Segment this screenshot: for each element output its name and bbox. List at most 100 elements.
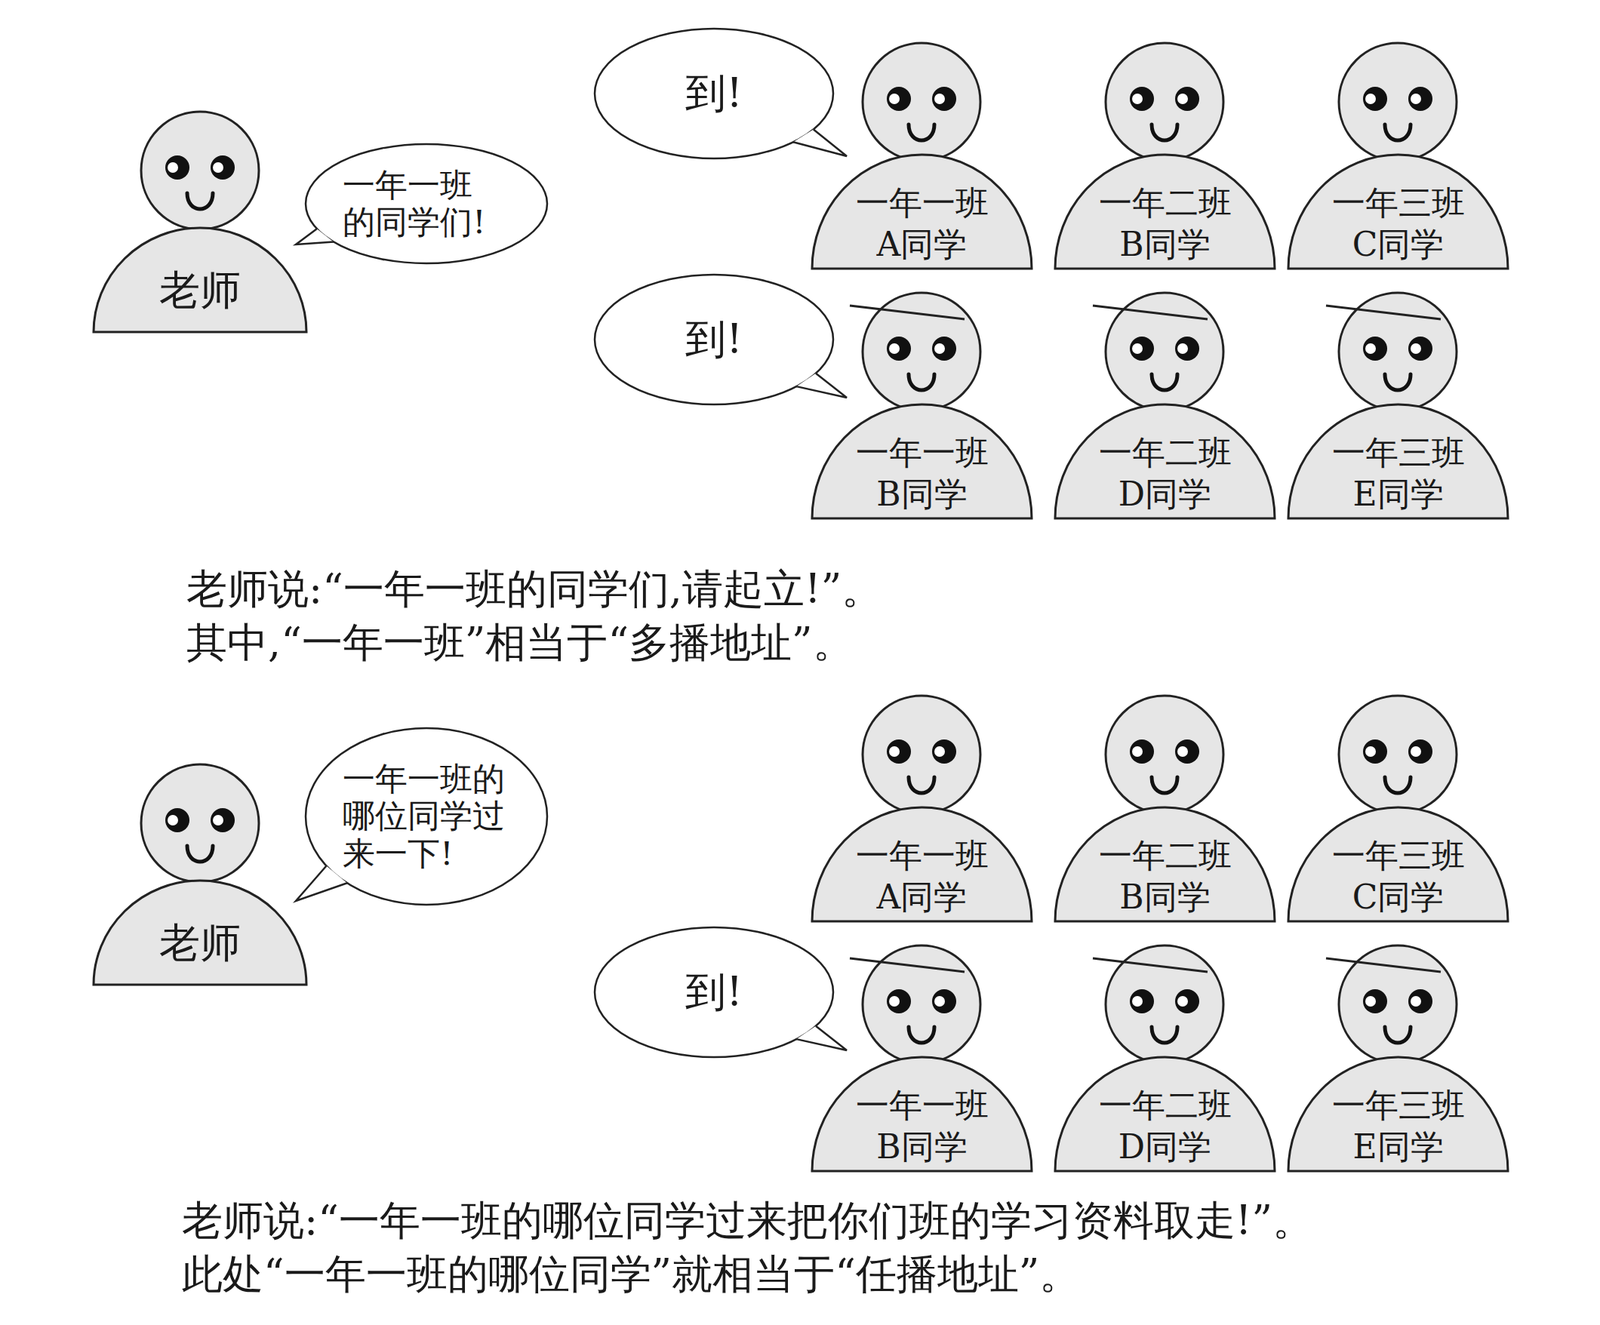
smile — [1151, 1027, 1178, 1044]
eye-highlight — [889, 93, 900, 105]
eye — [1129, 739, 1154, 764]
person-head — [141, 764, 259, 883]
eye-highlight — [1177, 93, 1188, 105]
figure-label: 一年二班 — [1053, 834, 1277, 877]
bubble-tail — [295, 228, 334, 245]
person-head — [1092, 292, 1224, 411]
figure-sublabel: D同学 — [1053, 473, 1277, 515]
figure-text: 一年一班A同学 — [810, 834, 1034, 918]
caption-text: 老师说:“一年一班的同学们,请起立!”。 — [186, 565, 883, 615]
eye — [1363, 989, 1388, 1014]
person-head — [862, 695, 981, 814]
eye — [886, 989, 911, 1014]
eye-highlight — [1410, 93, 1422, 105]
student-figure: 一年二班B同学 — [1053, 153, 1277, 271]
figure-sublabel: A同学 — [810, 223, 1034, 265]
person-head — [1105, 695, 1224, 814]
teacher-figure: 老师 — [92, 226, 308, 334]
bubble-text: 一年一班的 哪位同学过 来一下! — [342, 760, 510, 873]
person-head — [1338, 43, 1457, 161]
eye — [1363, 86, 1388, 111]
eye — [1408, 336, 1433, 361]
bubble-ellipse — [305, 144, 548, 264]
eye-highlight — [1410, 996, 1422, 1007]
figure-label: 一年三班 — [1286, 431, 1510, 474]
student-figure: 一年三班C同学 — [1286, 806, 1510, 924]
eye-highlight — [1177, 996, 1188, 1007]
smile — [1384, 374, 1411, 391]
eye-highlight — [934, 93, 945, 105]
person-head — [1326, 292, 1457, 411]
figure-sublabel: A同学 — [810, 876, 1034, 918]
eye-highlight — [167, 815, 179, 826]
head-circle — [862, 945, 981, 1064]
bubble-ellipse — [594, 28, 834, 159]
head-circle — [862, 695, 981, 814]
eye — [165, 808, 190, 833]
student-figure: 一年一班A同学 — [810, 153, 1034, 271]
person-head — [849, 292, 981, 411]
head-circle — [862, 43, 981, 161]
eye — [1129, 336, 1154, 361]
eye-highlight — [1132, 996, 1143, 1007]
eye — [1175, 86, 1200, 111]
teacher-figure: 老师 — [92, 879, 308, 987]
figure-sublabel: C同学 — [1286, 876, 1510, 918]
eye-highlight — [1365, 996, 1376, 1007]
smile — [908, 1027, 935, 1044]
eye-highlight — [934, 343, 945, 354]
eye — [165, 155, 190, 180]
speech-bubble: 到! — [593, 27, 835, 160]
figure-sublabel: E同学 — [1286, 473, 1510, 515]
head-circle — [141, 111, 259, 230]
figure-text: 一年二班D同学 — [1053, 431, 1277, 515]
bubble-text: 一年一班 的同学们! — [342, 166, 510, 242]
smile — [187, 846, 213, 862]
caption-text: 老师说:“一年一班的哪位同学过来把你们班的学习资料取走!”。 — [181, 1196, 1314, 1247]
eye — [886, 739, 911, 764]
figure-label: 一年一班 — [810, 431, 1034, 474]
eye-highlight — [1410, 343, 1422, 354]
eye — [1175, 739, 1200, 764]
figure-text: 一年三班C同学 — [1286, 181, 1510, 265]
figure-label: 老师 — [92, 264, 308, 317]
figure-sublabel: B同学 — [810, 473, 1034, 515]
eye-highlight — [1365, 746, 1376, 757]
eye — [932, 86, 957, 111]
figure-text: 老师 — [92, 917, 308, 970]
eye-highlight — [1177, 746, 1188, 757]
figure-sublabel: E同学 — [1286, 1126, 1510, 1168]
person-head — [862, 43, 981, 161]
head-line — [1326, 305, 1441, 320]
figure-sublabel: C同学 — [1286, 223, 1510, 265]
smile — [1151, 374, 1178, 391]
speech-bubble: 到! — [593, 926, 835, 1059]
head-circle — [1105, 945, 1224, 1064]
smile — [908, 374, 935, 391]
head-circle — [1105, 695, 1224, 814]
figure-label: 一年一班 — [810, 1084, 1034, 1127]
eye — [932, 336, 957, 361]
head-line — [849, 305, 965, 320]
figure-text: 一年三班E同学 — [1286, 1084, 1510, 1168]
eye — [1129, 989, 1154, 1014]
person-head — [141, 111, 259, 230]
eye-highlight — [212, 162, 224, 173]
figure-label: 一年二班 — [1053, 1084, 1277, 1127]
figure-sublabel: D同学 — [1053, 1126, 1277, 1168]
eye — [1175, 989, 1200, 1014]
figure-sublabel: B同学 — [1053, 223, 1277, 265]
figure-label: 一年三班 — [1286, 1084, 1510, 1127]
eye — [932, 989, 957, 1014]
figure-text: 一年一班A同学 — [810, 181, 1034, 265]
eye-highlight — [1132, 746, 1143, 757]
figure-text: 一年三班C同学 — [1286, 834, 1510, 918]
student-figure: 一年二班D同学 — [1053, 1055, 1277, 1173]
person-head — [1092, 945, 1224, 1064]
figure-label: 老师 — [92, 917, 308, 970]
person-head — [1105, 43, 1224, 161]
bubble-ellipse — [594, 927, 834, 1058]
caption-text: 此处“一年一班的哪位同学”就相当于“任播地址”。 — [181, 1250, 1080, 1300]
figure-label: 一年三班 — [1286, 834, 1510, 877]
head-circle — [1338, 43, 1457, 161]
